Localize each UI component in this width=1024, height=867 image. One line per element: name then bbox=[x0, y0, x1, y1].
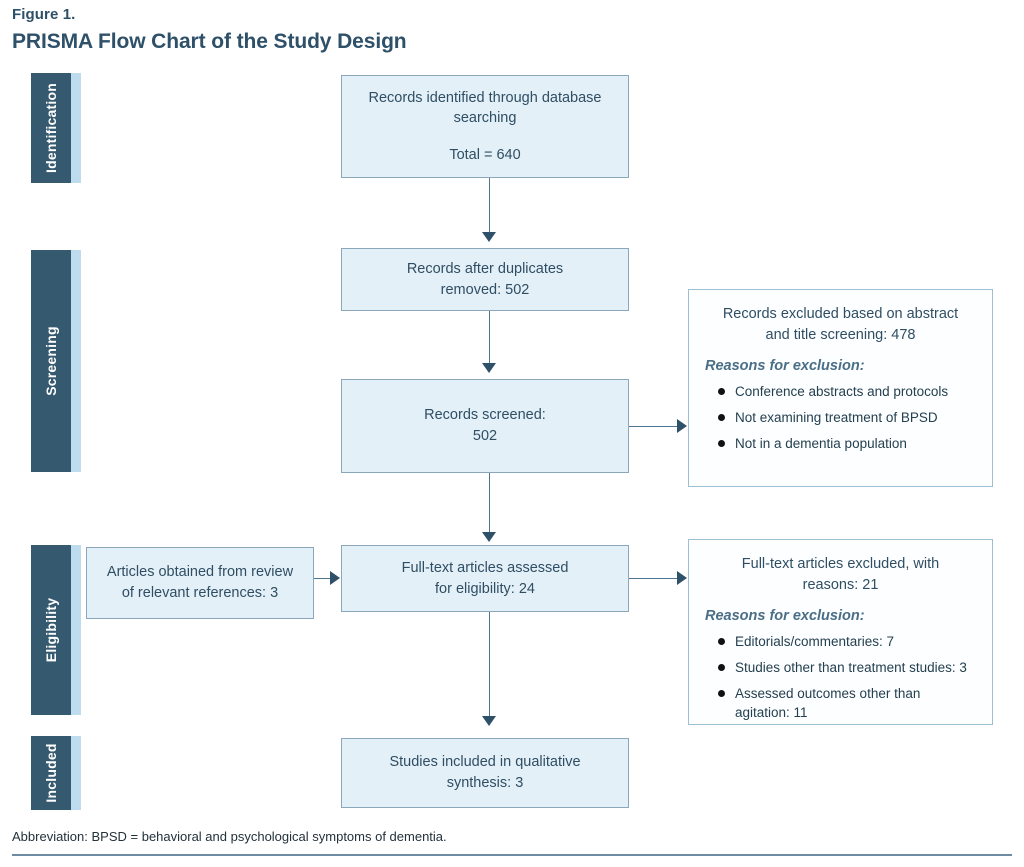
stage-accent-included bbox=[71, 736, 81, 810]
reason-text: Editorials/commentaries: 7 bbox=[735, 633, 895, 649]
arrowhead-fulltext-to-excluded bbox=[677, 571, 687, 585]
arrowhead-references-to-fulltext bbox=[330, 571, 340, 585]
reason-text: Studies other than treatment studies: 3 bbox=[735, 659, 967, 675]
arrowhead-deduplicated-to-screened bbox=[482, 363, 496, 373]
box-studies-included-line2: synthesis: 3 bbox=[446, 775, 524, 791]
stage-label-included: Included bbox=[43, 743, 59, 803]
bullet-icon bbox=[718, 663, 725, 671]
stage-label-screening: Screening bbox=[43, 326, 59, 396]
box-records-identified-total: Total = 640 bbox=[449, 146, 521, 163]
stage-label-identification: Identification bbox=[43, 83, 59, 173]
stage-accent-identification bbox=[71, 73, 81, 183]
bullet-icon bbox=[718, 387, 725, 395]
abbreviation-note: Abbreviation: BPSD = behavioral and psyc… bbox=[12, 829, 447, 844]
stage-accent-screening bbox=[71, 250, 81, 472]
stage-accent-eligibility bbox=[71, 545, 81, 715]
box-fulltext-assessed-line2: for eligibility: 24 bbox=[435, 580, 535, 597]
connector-screened-to-excluded bbox=[629, 426, 679, 427]
bullet-icon bbox=[718, 413, 725, 421]
box-fulltext-assessed: Full-text articles assessed for eligibil… bbox=[341, 545, 629, 612]
reason-text: Conference abstracts and protocols bbox=[735, 383, 949, 399]
box-articles-from-references-line2: of relevant references: 3 bbox=[121, 585, 279, 601]
box-fulltext-excluded: Full-text articles excluded, with reason… bbox=[688, 539, 993, 725]
stage-bar-screening: Screening bbox=[31, 250, 81, 472]
box-records-screened-line2: 502 bbox=[472, 428, 498, 444]
stage-bar-identification: Identification bbox=[31, 73, 81, 183]
box-records-deduplicated-line2: removed: 502 bbox=[440, 281, 530, 298]
footer-divider bbox=[12, 854, 1012, 856]
reason-text: Not examining treatment of BPSD bbox=[735, 409, 938, 425]
reason-item: Editorials/commentaries: 7 bbox=[718, 633, 976, 651]
arrowhead-identified-to-deduplicated bbox=[482, 232, 496, 242]
box-studies-included: Studies included in qualitative synthesi… bbox=[341, 738, 629, 808]
reasons-list-fulltext: Editorials/commentaries: 7 Studies other… bbox=[705, 633, 976, 722]
connector-references-to-fulltext bbox=[314, 578, 332, 579]
arrowhead-fulltext-to-included bbox=[482, 716, 496, 726]
box-fulltext-excluded-head-line2: reasons: 21 bbox=[802, 577, 879, 594]
figure-title: PRISMA Flow Chart of the Study Design bbox=[12, 30, 407, 53]
box-fulltext-excluded-head: Full-text articles excluded, with reason… bbox=[705, 554, 976, 596]
box-records-identified: Records identified through database sear… bbox=[341, 75, 629, 178]
box-records-screened: Records screened: 502 bbox=[341, 379, 629, 473]
reason-item: Conference abstracts and protocols bbox=[718, 383, 976, 401]
reason-item: Assessed outcomes other than agitation: … bbox=[718, 685, 976, 722]
box-records-excluded-screening: Records excluded based on abstract and t… bbox=[688, 289, 993, 487]
reason-text: Assessed outcomes other than agitation: … bbox=[735, 686, 921, 720]
box-records-identified-line2: searching bbox=[453, 110, 517, 127]
box-studies-included-line1: Studies included in qualitative bbox=[389, 754, 581, 771]
box-records-identified-line1: Records identified through database bbox=[368, 89, 602, 106]
stage-bar-included: Included bbox=[31, 736, 81, 810]
connector-fulltext-to-excluded bbox=[629, 578, 679, 579]
stage-bar-eligibility: Eligibility bbox=[31, 545, 81, 715]
reason-item: Not in a dementia population bbox=[718, 435, 976, 453]
reasons-label-fulltext: Reasons for exclusion: bbox=[705, 608, 865, 625]
box-records-excluded-screening-head-line2: and title screening: 478 bbox=[765, 327, 916, 344]
bullet-icon bbox=[718, 690, 725, 698]
box-records-screened-line1: Records screened: bbox=[424, 407, 546, 424]
box-fulltext-excluded-head-line1: Full-text articles excluded, with bbox=[741, 556, 940, 572]
connector-screened-to-fulltext bbox=[489, 473, 490, 537]
connector-fulltext-to-included bbox=[489, 612, 490, 721]
box-records-excluded-screening-head: Records excluded based on abstract and t… bbox=[705, 304, 976, 346]
connector-deduplicated-to-screened bbox=[489, 311, 490, 368]
box-articles-from-references-line1: Articles obtained from review bbox=[106, 564, 294, 581]
bullet-icon bbox=[718, 637, 725, 645]
box-records-deduplicated-line1: Records after duplicates bbox=[406, 260, 564, 277]
reasons-list-screening: Conference abstracts and protocols Not e… bbox=[705, 383, 976, 454]
stage-label-eligibility: Eligibility bbox=[43, 597, 59, 663]
reason-item: Studies other than treatment studies: 3 bbox=[718, 659, 976, 677]
arrowhead-screened-to-fulltext bbox=[482, 532, 496, 542]
box-articles-from-references: Articles obtained from review of relevan… bbox=[86, 547, 314, 619]
reasons-label-screening: Reasons for exclusion: bbox=[705, 358, 865, 375]
reason-item: Not examining treatment of BPSD bbox=[718, 409, 976, 427]
box-records-excluded-screening-head-line1: Records excluded based on abstract bbox=[722, 306, 959, 322]
reason-text: Not in a dementia population bbox=[735, 436, 907, 452]
connector-identified-to-deduplicated bbox=[489, 178, 490, 237]
arrowhead-screened-to-excluded bbox=[677, 419, 687, 433]
bullet-icon bbox=[718, 440, 725, 448]
figure-label: Figure 1. bbox=[12, 6, 76, 23]
box-records-deduplicated: Records after duplicates removed: 502 bbox=[341, 248, 629, 311]
box-fulltext-assessed-line1: Full-text articles assessed bbox=[401, 559, 569, 576]
